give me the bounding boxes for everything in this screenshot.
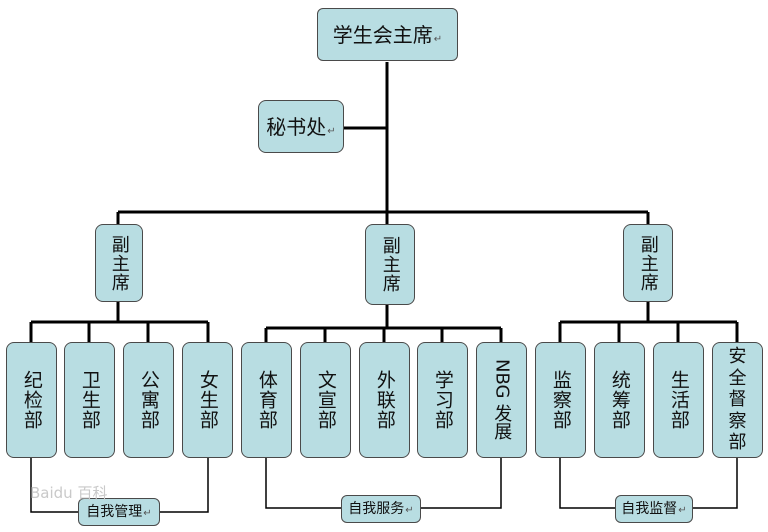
dept-label: NBG 发展 (491, 359, 513, 441)
group-label: 自我服务↵ (348, 500, 414, 517)
dept-label: 外联部 (373, 370, 396, 430)
dept-box-gongyu: 公寓部 (123, 342, 174, 458)
baidu-watermark: Baidu 百科 (30, 484, 108, 502)
dept-label: 学习部 (431, 370, 454, 430)
dept-label: 女生部 (196, 370, 219, 430)
dept-label: 安全督察部 (728, 346, 747, 454)
dept-label: 生活部 (667, 370, 690, 430)
group-label-box-2: 自我服务↵ (341, 495, 421, 523)
dept-label: 公寓部 (137, 370, 160, 430)
dept-box-jiancha: 监察部 (535, 342, 586, 458)
vice-chair-box-1: 副主席 (95, 224, 143, 302)
group-label: 自我管理↵ (86, 503, 152, 520)
dept-box-tongchou: 统筹部 (594, 342, 645, 458)
dept-label: 统筹部 (608, 370, 631, 430)
dept-box-anquan: 安全督察部 (712, 342, 763, 458)
dept-box-nbg: NBG 发展 (476, 342, 527, 458)
chair-label: 学生会主席↵ (332, 22, 443, 47)
vice-chair-label: 副主席 (637, 234, 659, 292)
dept-box-shenghuo: 生活部 (653, 342, 704, 458)
dept-box-weisheng: 卫生部 (64, 342, 115, 458)
dept-label: 监察部 (549, 370, 572, 430)
dept-box-wenxuan: 文宣部 (300, 342, 351, 458)
dept-label: 卫生部 (78, 370, 101, 430)
dept-label: 文宣部 (314, 370, 337, 430)
vice-chair-box-2: 副主席 (365, 224, 415, 305)
dept-label: 体育部 (255, 370, 278, 430)
dept-box-xuexi: 学习部 (417, 342, 468, 458)
dept-box-jijian: 纪检部 (6, 342, 57, 458)
dept-label: 纪检部 (20, 370, 43, 430)
group-label: 自我监督↵ (621, 500, 687, 517)
secretariat-label: 秘书处↵ (266, 114, 336, 139)
dept-box-wailian: 外联部 (359, 342, 410, 458)
secretariat-box: 秘书处↵ (258, 100, 344, 153)
group-label-box-1: 自我管理↵ (78, 498, 160, 526)
vice-chair-label: 副主席 (379, 236, 401, 293)
vice-chair-label: 副主席 (108, 234, 130, 292)
group-label-box-3: 自我监督↵ (615, 495, 693, 523)
chair-box: 学生会主席↵ (317, 8, 458, 61)
dept-box-nvsheng: 女生部 (182, 342, 233, 458)
vice-chair-box-3: 副主席 (623, 224, 673, 302)
dept-box-tiyu: 体育部 (241, 342, 292, 458)
